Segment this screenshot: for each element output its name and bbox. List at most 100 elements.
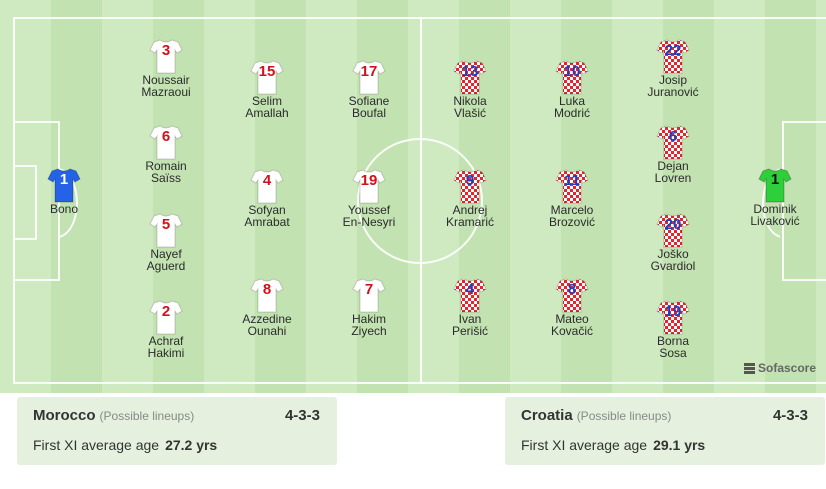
player-first-name: Selim <box>251 94 282 108</box>
shirt-icon: 6 <box>656 124 690 160</box>
shirt-number: 4 <box>465 281 475 298</box>
away-lineup-tag: (Possible lineups) <box>576 409 672 423</box>
player-first-name: Azzedine <box>242 312 292 326</box>
player-first-name: Romain <box>145 159 187 173</box>
shirt-icon: 19 <box>656 299 690 335</box>
player-last-name: Amallah <box>245 106 289 120</box>
player-first-name: Dominik <box>753 202 797 216</box>
home-formation: 4-3-3 <box>284 407 320 424</box>
player-last-name: Perišić <box>451 324 488 338</box>
player-first-name: Josip <box>658 73 687 87</box>
pitch-outline <box>13 17 826 384</box>
away-team-heading: Croatia(Possible lineups) <box>521 407 671 424</box>
home-age-value: 27.2 yrs <box>165 437 218 453</box>
player-last-name: Boufal <box>351 106 387 120</box>
away-team-card: Croatia(Possible lineups) 4-3-3 First XI… <box>505 397 825 465</box>
player-first-name: Joško <box>657 247 689 261</box>
shirt-number: 22 <box>664 42 682 59</box>
shirt-number: 20 <box>664 216 682 233</box>
brand-label: Sofascore <box>758 361 817 375</box>
player-last-name: Livaković <box>750 214 800 228</box>
away-average-age: First XI average age 29.1 yrs <box>521 437 705 453</box>
home-team-name[interactable]: Morocco <box>33 407 96 424</box>
player-first-name: Borna <box>656 334 690 348</box>
home-team-card: Morocco(Possible lineups) 4-3-3 First XI… <box>17 397 337 465</box>
player-first-name: Sofyan <box>248 203 286 217</box>
player-first-name: Ivan <box>458 312 482 326</box>
home-lineup-tag: (Possible lineups) <box>99 409 195 423</box>
home-average-age: First XI average age 27.2 yrs <box>33 437 217 453</box>
shirt-number: 6 <box>161 128 171 145</box>
away-team-name[interactable]: Croatia <box>521 407 573 424</box>
shirt-number: 2 <box>161 303 171 320</box>
shirt-number: 9 <box>465 172 475 189</box>
player-last-name: Vlašić <box>453 106 486 120</box>
player-first-name: Noussair <box>142 73 190 87</box>
shirt-icon: 20 <box>656 212 690 248</box>
player-first-name: Dejan <box>657 159 689 173</box>
player-last-name: Aguerd <box>146 259 186 273</box>
shirt-icon: 9 <box>453 168 487 204</box>
shirt-number: 1 <box>770 171 780 188</box>
shirt-icon: 10 <box>555 59 589 95</box>
player-last-name: Ziyech <box>351 324 387 338</box>
player-last-name: Brozović <box>548 215 595 229</box>
shirt-number: 11 <box>564 172 580 189</box>
home-age-label: First XI average age <box>33 437 160 453</box>
goalkeeper-shirt-icon: 1 <box>758 167 792 203</box>
away-formation: 4-3-3 <box>772 407 808 424</box>
shirt-number: 1 <box>59 171 69 188</box>
away-age-label: First XI average age <box>521 437 648 453</box>
shirt-number: 19 <box>664 303 682 320</box>
shirt-number: 10 <box>563 63 581 80</box>
home-team-heading: Morocco(Possible lineups) <box>33 407 194 424</box>
player-name: Bono <box>19 203 109 215</box>
left-goal-area <box>13 165 37 240</box>
center-circle <box>357 138 483 264</box>
shirt-number: 8 <box>567 281 577 298</box>
player-last-name: Lovren <box>654 171 692 185</box>
shirt-number: 8 <box>262 281 272 298</box>
player-last-name: Kovačić <box>550 324 594 338</box>
shirt-icon: 3 <box>149 38 183 74</box>
shirt-icon: 4 <box>453 277 487 313</box>
player-last-name: Sosa <box>659 346 687 360</box>
player-last-name: Kramarić <box>445 215 494 229</box>
away-age-value: 29.1 yrs <box>653 437 706 453</box>
